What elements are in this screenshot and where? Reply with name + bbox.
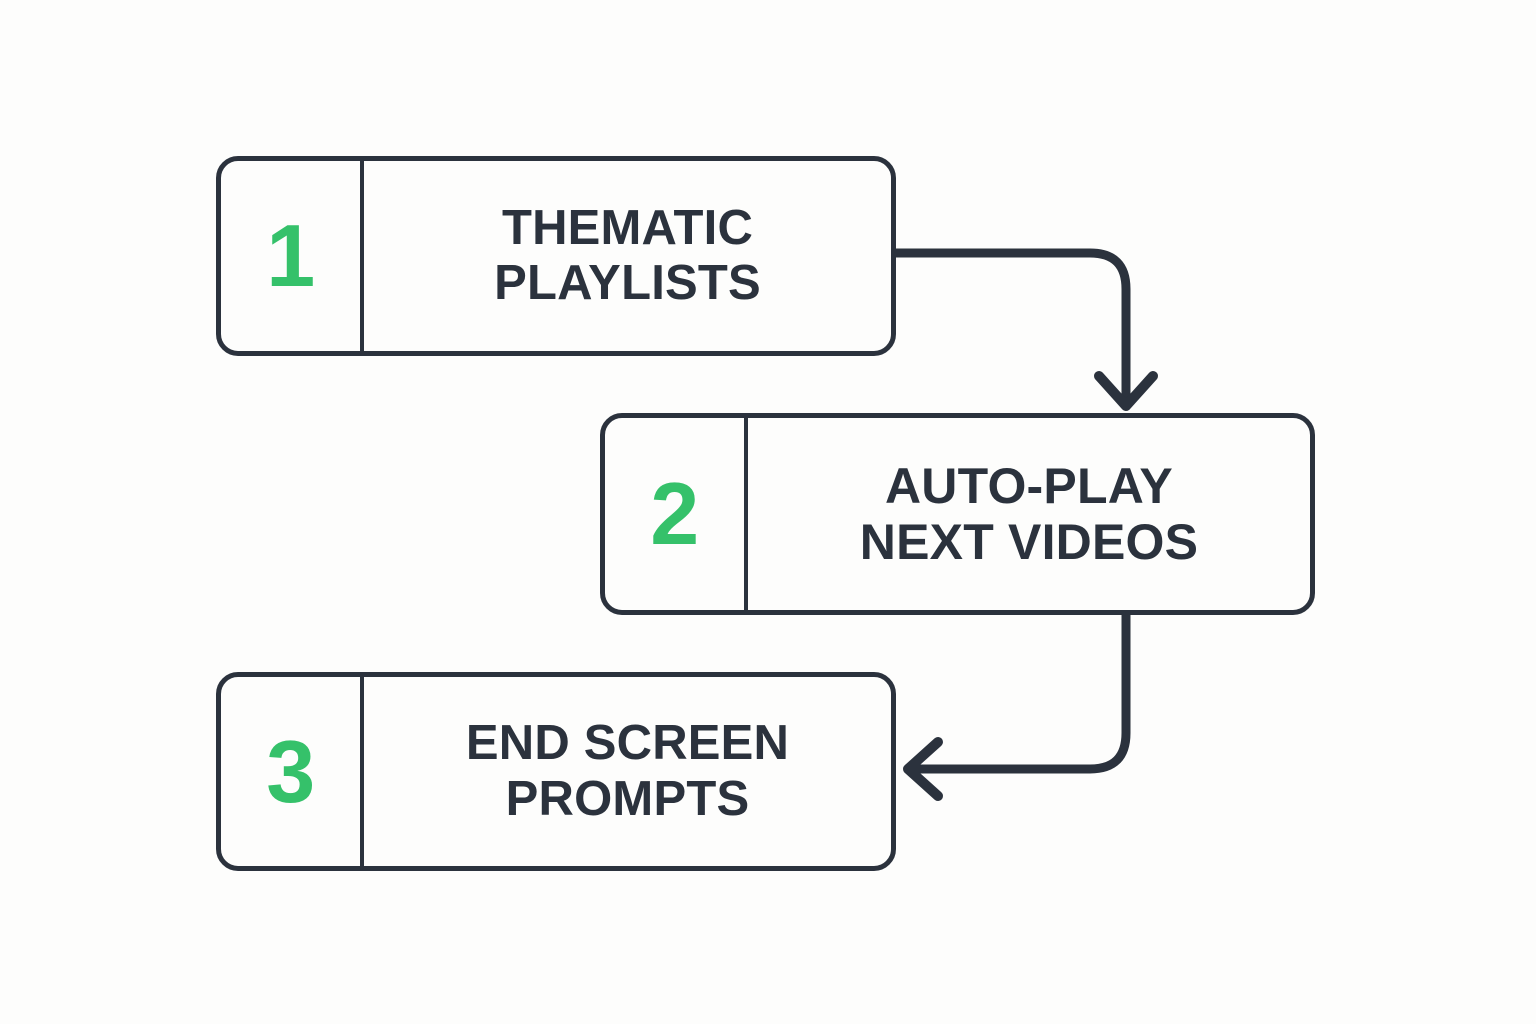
step-box-2[interactable]: 2 AUTO-PLAY NEXT VIDEOS (600, 413, 1315, 615)
step-2-number-cell: 2 (605, 418, 748, 610)
connector-step1-to-step2-group (893, 248, 1158, 411)
step-2-number: 2 (650, 464, 699, 563)
arrowhead-down-icon (1094, 371, 1158, 411)
step-1-number-cell: 1 (221, 161, 364, 351)
step-3-label-cell: END SCREEN PROMPTS (364, 677, 891, 866)
arrowhead-left-icon (903, 737, 943, 801)
connector-step2-to-step3-path (914, 614, 1131, 774)
step-2-label-cell: AUTO-PLAY NEXT VIDEOS (748, 418, 1310, 610)
step-1-label: THEMATIC PLAYLISTS (494, 200, 761, 310)
step-3-number: 3 (266, 721, 315, 821)
step-1-label-cell: THEMATIC PLAYLISTS (364, 161, 891, 351)
step-box-3[interactable]: 3 END SCREEN PROMPTS (216, 672, 896, 871)
connector-step2-to-step3-group (903, 614, 1131, 801)
step-3-label: END SCREEN PROMPTS (465, 716, 790, 826)
connector-step1-to-step2-path (893, 248, 1131, 402)
step-1-number: 1 (266, 206, 315, 305)
step-3-number-cell: 3 (221, 677, 364, 866)
step-2-label: AUTO-PLAY NEXT VIDEOS (859, 457, 1199, 571)
step-box-1[interactable]: 1 THEMATIC PLAYLISTS (216, 156, 896, 356)
